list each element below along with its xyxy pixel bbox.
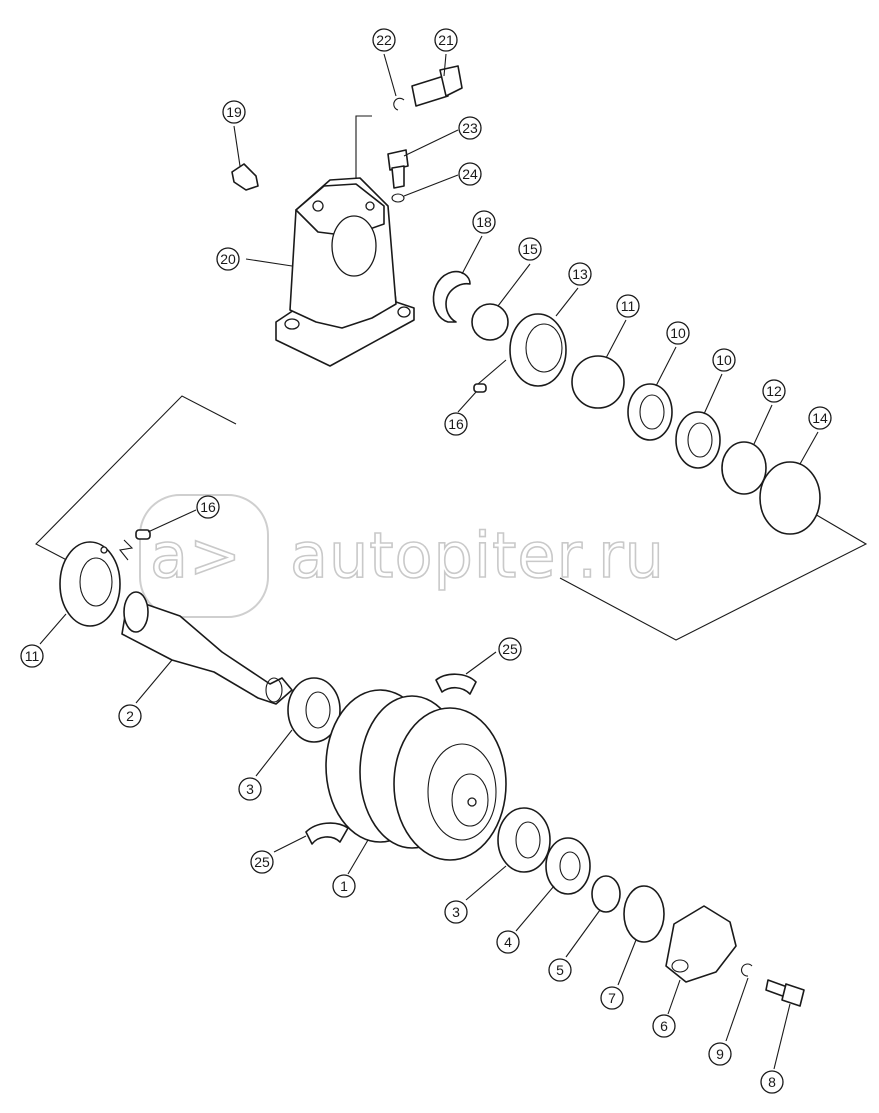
svg-text:4: 4 bbox=[504, 934, 512, 950]
o-ring-cover-part bbox=[623, 885, 665, 943]
watermark-logo: a> bbox=[150, 519, 242, 592]
ring-upper-part bbox=[571, 355, 625, 409]
callout-13: 13 bbox=[568, 262, 592, 286]
callout-10-upper: 10 bbox=[666, 321, 690, 345]
callout-23: 23 bbox=[458, 116, 482, 140]
watermark-logo-frame bbox=[139, 494, 269, 618]
callout-1: 1 bbox=[332, 874, 356, 898]
callout-10-lower: 10 bbox=[712, 348, 736, 372]
callout-4: 4 bbox=[496, 930, 520, 954]
seal-holder-part bbox=[509, 313, 567, 387]
o-ring-part bbox=[471, 303, 509, 341]
callout-25-upper: 25 bbox=[498, 637, 522, 661]
svg-text:12: 12 bbox=[766, 383, 782, 399]
bolt-middle-part bbox=[387, 149, 409, 189]
callout-19: 19 bbox=[222, 100, 246, 124]
svg-text:19: 19 bbox=[226, 104, 242, 120]
svg-text:6: 6 bbox=[660, 1018, 668, 1034]
bearing-lower-part bbox=[497, 807, 551, 873]
bolt-lower-part bbox=[765, 979, 805, 1007]
snap-ring-part bbox=[432, 270, 471, 323]
svg-text:3: 3 bbox=[246, 781, 254, 797]
callout-18: 18 bbox=[472, 210, 496, 234]
callout-12: 11 bbox=[20, 644, 44, 668]
o-ring-small-part bbox=[591, 875, 621, 913]
callout-16-upper: 16 bbox=[444, 412, 468, 436]
callout-14: 14 bbox=[808, 406, 832, 430]
svg-text:10: 10 bbox=[716, 352, 732, 368]
callout-22: 22 bbox=[372, 28, 396, 52]
ring-lower-part bbox=[721, 441, 767, 495]
floating-seal-lower-part bbox=[675, 411, 721, 469]
svg-text:9: 9 bbox=[716, 1046, 724, 1062]
callout-2: 2 bbox=[118, 704, 142, 728]
callout-20: 20 bbox=[216, 247, 240, 271]
svg-text:14: 14 bbox=[812, 410, 828, 426]
bearing-upper-part bbox=[287, 677, 341, 743]
leader-lines bbox=[39, 53, 819, 1070]
floating-seal-upper-part bbox=[627, 383, 673, 441]
nut-part bbox=[545, 837, 591, 895]
svg-text:2: 2 bbox=[126, 708, 134, 724]
svg-text:18: 18 bbox=[476, 214, 492, 230]
callout-11-lower: 12 bbox=[762, 379, 786, 403]
svg-text:21: 21 bbox=[438, 32, 454, 48]
large-o-ring-part bbox=[759, 461, 821, 535]
bracket-housing-part bbox=[275, 177, 415, 367]
half-collar-lower-part bbox=[305, 822, 349, 845]
shaft-part bbox=[121, 591, 293, 705]
svg-text:13: 13 bbox=[572, 266, 588, 282]
collar-part bbox=[59, 541, 121, 627]
svg-text:11: 11 bbox=[621, 298, 636, 314]
cover-part bbox=[665, 905, 737, 983]
svg-text:24: 24 bbox=[462, 166, 478, 182]
lock-ring-upper-part bbox=[393, 97, 405, 111]
bolt-upper-part bbox=[411, 65, 463, 107]
pin-upper-part bbox=[473, 383, 487, 393]
svg-text:7: 7 bbox=[608, 990, 616, 1006]
callout-25-lower: 25 bbox=[250, 850, 274, 874]
callout-16-lower: 16 bbox=[196, 495, 220, 519]
svg-text:25: 25 bbox=[254, 854, 270, 870]
callout-11-upper: 11 bbox=[616, 294, 640, 318]
svg-text:22: 22 bbox=[376, 32, 392, 48]
watermark: a> autopiter.ru bbox=[139, 494, 665, 618]
callout-7: 7 bbox=[600, 986, 624, 1010]
svg-text:3: 3 bbox=[452, 904, 460, 920]
callout-21: 21 bbox=[434, 28, 458, 52]
svg-text:1: 1 bbox=[340, 878, 348, 894]
svg-text:23: 23 bbox=[462, 120, 478, 136]
callout-15: 15 bbox=[518, 237, 542, 261]
svg-text:11: 11 bbox=[25, 648, 40, 664]
svg-text:25: 25 bbox=[502, 641, 518, 657]
svg-text:10: 10 bbox=[670, 325, 686, 341]
grease-fitting-part bbox=[231, 163, 259, 191]
callout-9: 9 bbox=[708, 1042, 732, 1066]
callout-8: 8 bbox=[760, 1070, 784, 1094]
watermark-text: autopiter.ru bbox=[290, 519, 665, 592]
svg-text:8: 8 bbox=[768, 1074, 776, 1090]
callout-3-lower: 3 bbox=[444, 900, 468, 924]
track-roller-part bbox=[325, 689, 507, 861]
washer-upper-part bbox=[391, 193, 405, 203]
svg-text:16: 16 bbox=[448, 416, 464, 432]
callout-24: 24 bbox=[458, 162, 482, 186]
callout-6: 6 bbox=[652, 1014, 676, 1038]
pin-lower-part bbox=[135, 529, 151, 540]
svg-text:20: 20 bbox=[220, 251, 236, 267]
svg-text:5: 5 bbox=[556, 962, 564, 978]
callout-5: 5 bbox=[548, 958, 572, 982]
svg-text:15: 15 bbox=[522, 241, 538, 257]
half-collar-upper-part bbox=[435, 673, 477, 695]
svg-text:16: 16 bbox=[200, 499, 216, 515]
washer-lower-part bbox=[741, 963, 753, 977]
callout-3-upper: 3 bbox=[238, 777, 262, 801]
